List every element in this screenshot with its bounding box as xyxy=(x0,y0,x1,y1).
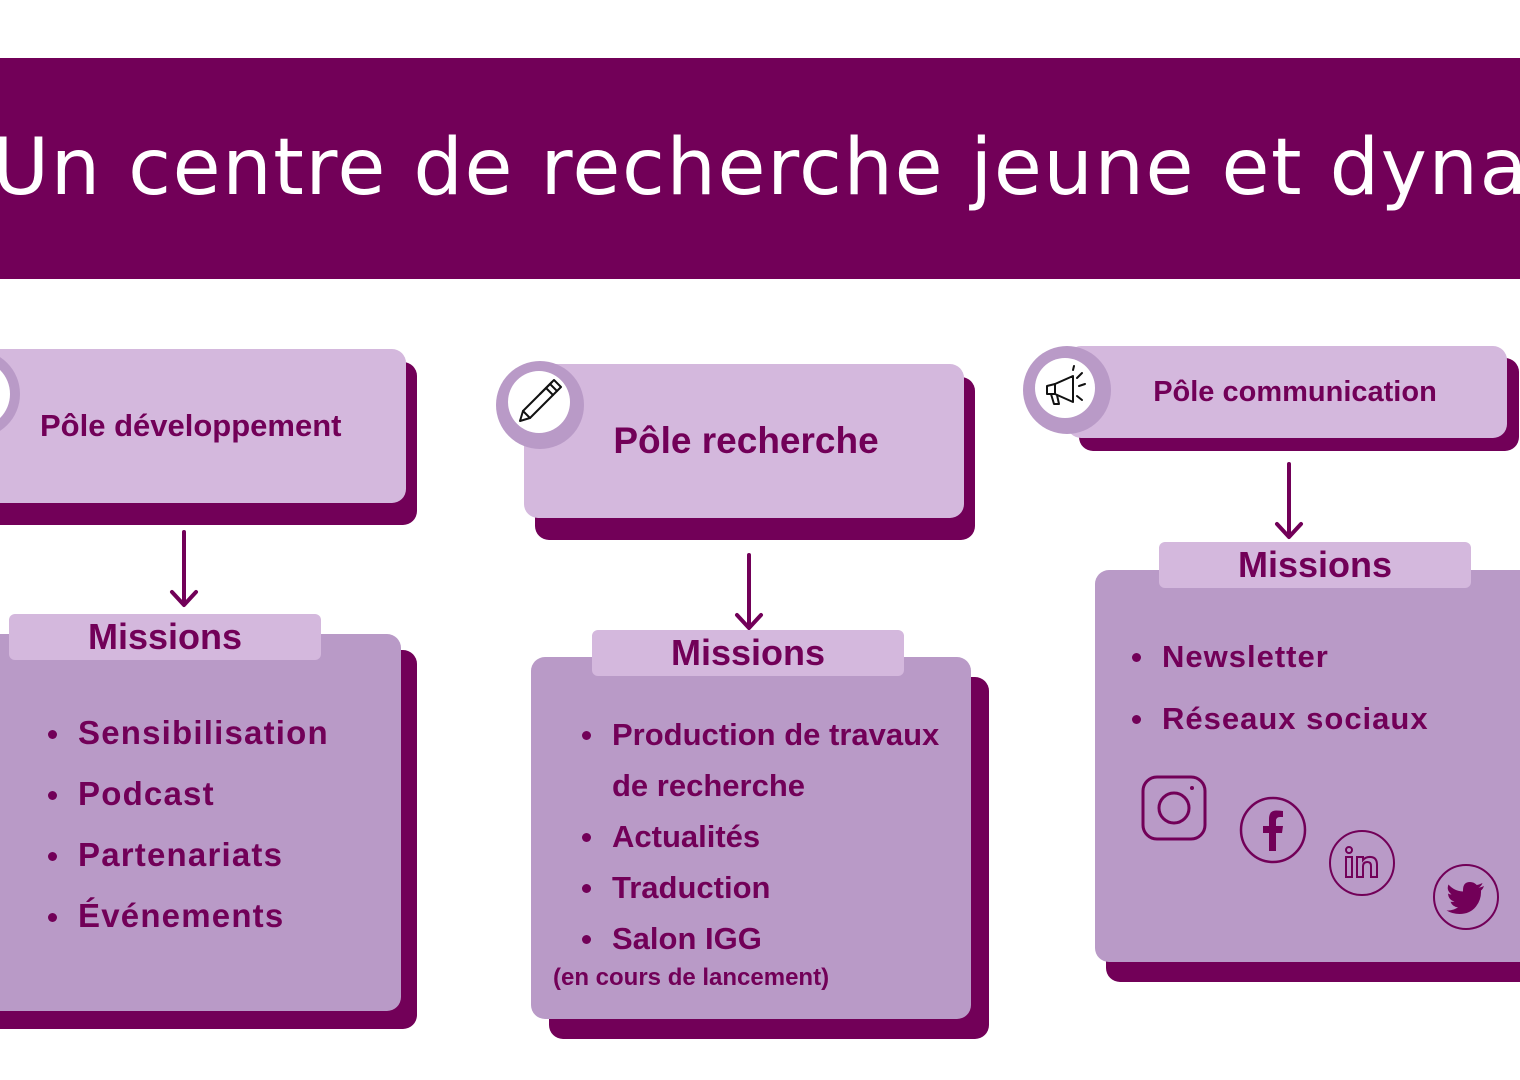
pole-recherche-title: Pôle recherche xyxy=(613,420,879,461)
missions-communication-label: Missions xyxy=(1237,544,1393,585)
mission-item: Actualités xyxy=(582,811,967,862)
missions-developpement-box: Sensibilisation Podcast Partenariats Évé… xyxy=(0,634,401,1011)
linkedin-icon xyxy=(1329,830,1395,896)
missions-recherche-label: Missions xyxy=(670,632,826,673)
missions-communication-tab: Missions xyxy=(1159,542,1471,588)
instagram-icon xyxy=(1141,775,1207,841)
missions-developpement-list: Sensibilisation Podcast Partenariats Évé… xyxy=(48,714,329,958)
mission-item: Salon IGG xyxy=(582,913,967,964)
facebook-icon xyxy=(1239,796,1307,864)
arrow-recherche xyxy=(735,553,763,630)
missions-recherche-tab: Missions xyxy=(592,630,904,676)
arrow-developpement xyxy=(170,530,198,607)
missions-recherche-list: Production de travaux de recherche Actua… xyxy=(582,709,967,964)
missions-developpement-label: Missions xyxy=(87,616,243,657)
pole-developpement-header: Pôle développement xyxy=(0,349,406,503)
page-title: Un centre de recherche jeune et dynamiqu… xyxy=(0,123,1520,213)
mission-item: Réseaux sociaux xyxy=(1132,688,1429,750)
pole-communication-title: Pôle communication xyxy=(1153,375,1437,408)
mission-item: Événements xyxy=(48,897,329,958)
pole-recherche-icon-circle xyxy=(496,361,584,449)
mission-item: Sensibilisation xyxy=(48,714,329,775)
pole-communication-icon-circle xyxy=(1023,346,1111,434)
pole-communication-header: Pôle communication xyxy=(1067,346,1507,438)
mission-item: Partenariats xyxy=(48,836,329,897)
twitter-icon xyxy=(1433,864,1499,930)
mission-item: Production de travaux de recherche xyxy=(582,709,967,811)
mission-item: Podcast xyxy=(48,775,329,836)
salon-igg-note: (en cours de lancement) xyxy=(553,964,830,991)
missions-communication-list: Newsletter Réseaux sociaux xyxy=(1132,626,1429,750)
pole-developpement-title: Pôle développement xyxy=(40,408,342,443)
title-banner: Un centre de recherche jeune et dynamiqu… xyxy=(0,58,1520,279)
missions-developpement-tab: Missions xyxy=(9,614,321,660)
mission-item: Traduction xyxy=(582,862,967,913)
arrow-communication xyxy=(1275,462,1303,539)
pole-recherche-header: Pôle recherche xyxy=(524,364,964,518)
megaphone-icon xyxy=(1046,365,1086,405)
mission-item: Newsletter xyxy=(1132,626,1429,688)
missions-recherche-box: Production de travaux de recherche Actua… xyxy=(531,657,971,1019)
missions-communication-box: Newsletter Réseaux sociaux xyxy=(1095,570,1520,962)
pen-icon xyxy=(519,379,562,422)
